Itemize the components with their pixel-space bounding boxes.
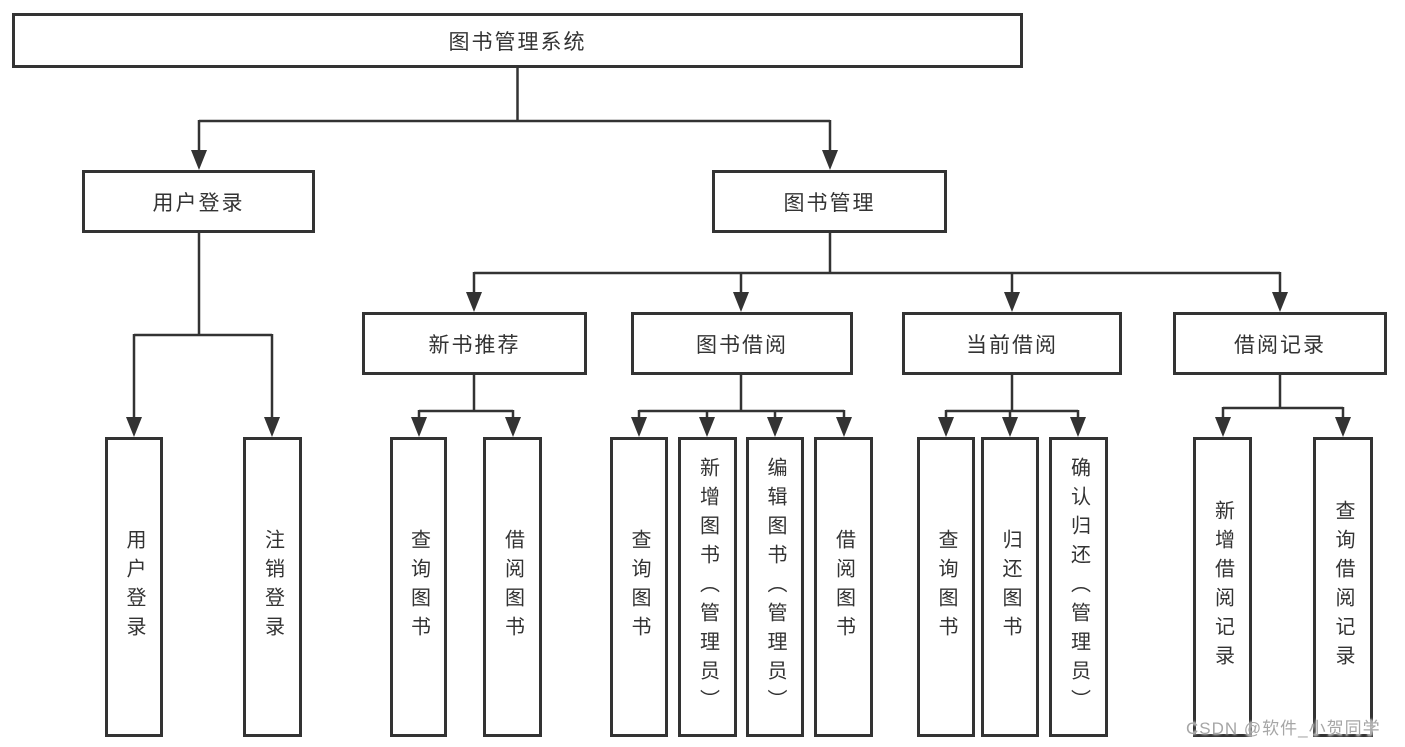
csdn-watermark: CSDN @软件_小贺同学: [1186, 719, 1381, 738]
node-label: 图书借阅: [696, 333, 788, 357]
node-label: 借阅图书: [501, 529, 524, 645]
leaf-query-books-recommend: 查询图书: [390, 437, 447, 737]
node-book-borrow: 图书借阅: [631, 312, 853, 375]
node-label: 编辑图书（管理员）: [764, 456, 786, 718]
node-label: 注销登录: [261, 529, 284, 645]
node-label: 新增借阅记录: [1211, 500, 1234, 674]
node-label: 查询借阅记录: [1332, 500, 1354, 674]
leaf-borrow-books-recommend: 借阅图书: [483, 437, 542, 737]
node-user-login: 用户登录: [82, 170, 315, 233]
node-label: 用户登录: [152, 191, 245, 215]
node-label: 查询图书: [628, 529, 650, 645]
node-label: 借阅记录: [1234, 333, 1326, 357]
node-library-management-system: 图书管理系统: [12, 13, 1023, 68]
leaf-query-borrow-record: 查询借阅记录: [1313, 437, 1373, 737]
leaf-logout: 注销登录: [243, 437, 302, 737]
node-label: 用户登录: [123, 529, 145, 645]
leaf-add-borrow-record: 新增借阅记录: [1193, 437, 1252, 737]
leaf-add-books-admin: 新增图书（管理员）: [678, 437, 737, 737]
node-label: 新增图书（管理员）: [696, 456, 719, 718]
node-label: 确认归还（管理员）: [1067, 456, 1090, 718]
node-label: 查询图书: [935, 529, 957, 645]
node-new-book-recommend: 新书推荐: [362, 312, 587, 375]
arrowhead-icons: [126, 150, 1351, 437]
leaf-confirm-return-admin: 确认归还（管理员）: [1049, 437, 1108, 737]
node-label: 借阅图书: [832, 529, 855, 645]
leaf-borrow-books: 借阅图书: [814, 437, 873, 737]
node-label: 图书管理系统: [448, 30, 587, 54]
node-label: 图书管理: [783, 191, 876, 215]
leaf-return-books: 归还图书: [981, 437, 1039, 737]
node-label: 查询图书: [407, 529, 430, 645]
leaf-query-books-borrow: 查询图书: [610, 437, 668, 737]
leaf-user-login: 用户登录: [105, 437, 163, 737]
node-label: 新书推荐: [428, 333, 521, 357]
node-label: 归还图书: [999, 529, 1021, 645]
leaf-query-books-current: 查询图书: [917, 437, 975, 737]
node-label: 当前借阅: [966, 333, 1058, 357]
node-current-borrow: 当前借阅: [902, 312, 1122, 375]
tree-edges: [132, 68, 1345, 419]
leaf-edit-books-admin: 编辑图书（管理员）: [746, 437, 804, 737]
node-book-management: 图书管理: [712, 170, 947, 233]
node-borrow-record: 借阅记录: [1173, 312, 1387, 375]
